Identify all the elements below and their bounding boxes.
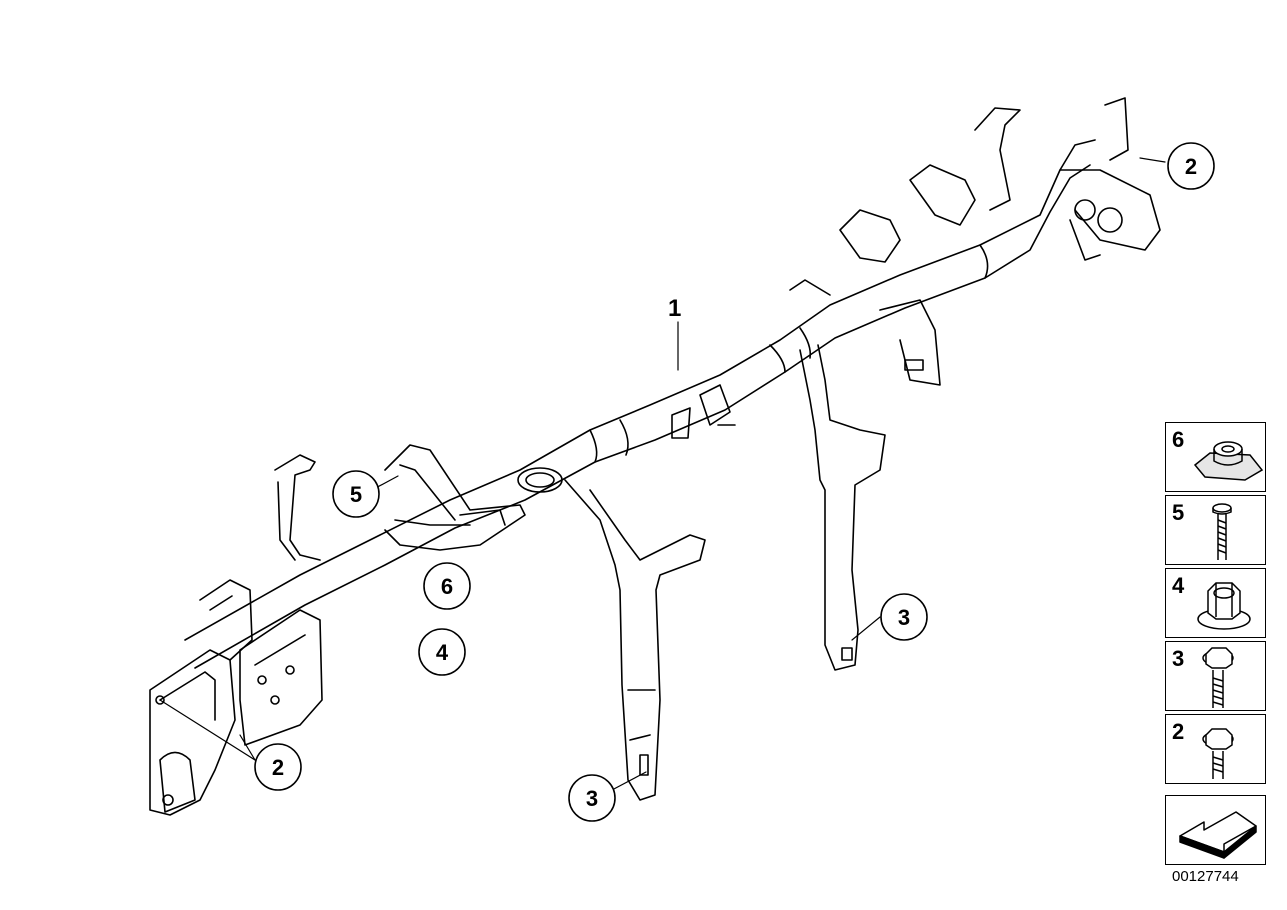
callout-3-right: 3 (880, 593, 928, 641)
callout-2-bottom: 2 (254, 743, 302, 791)
svg-text:4: 4 (436, 640, 449, 665)
callout-5: 5 (332, 470, 380, 518)
hex-bolt-short-icon (1202, 728, 1234, 779)
reference-number: 00127744 (1172, 868, 1239, 885)
cross-car-beam (184, 139, 1096, 669)
legend-number: 5 (1172, 500, 1185, 525)
legend-cell-2: 2 (1165, 714, 1266, 784)
legend-cell-3: 3 (1165, 641, 1266, 711)
center-support-leg (564, 479, 706, 801)
hex-bolt-icon (1202, 647, 1234, 708)
main-part-label: 1 (668, 295, 681, 322)
left-hoop-bracket (274, 454, 321, 561)
legend-number: 3 (1172, 646, 1185, 671)
svg-text:2: 2 (272, 755, 284, 780)
svg-text:5: 5 (350, 482, 362, 507)
callout-3-bottom: 3 (568, 774, 616, 822)
svg-text:6: 6 (441, 574, 453, 599)
leader-lines (159, 157, 1166, 791)
flange-nut-icon (1197, 582, 1251, 630)
clip-nut-icon (1193, 441, 1264, 481)
svg-text:3: 3 (586, 786, 598, 811)
legend-number: 2 (1172, 719, 1185, 744)
svg-text:3: 3 (898, 605, 910, 630)
center-mounting-bracket (384, 444, 526, 551)
svg-text:2: 2 (1185, 154, 1197, 179)
beam-tabs (671, 384, 736, 439)
callout-4: 4 (418, 628, 466, 676)
legend-cell-5: 5 (1165, 495, 1266, 565)
legend-number: 6 (1172, 427, 1185, 452)
right-support-leg (799, 344, 886, 671)
right-steering-brackets (789, 97, 1161, 386)
legend-cell-arrow (1165, 795, 1266, 865)
legend-number: 4 (1172, 573, 1185, 598)
callout-2-top: 2 (1167, 142, 1215, 190)
screw-icon (1212, 503, 1232, 560)
callout-6: 6 (423, 562, 471, 610)
direction-arrow-icon (1179, 811, 1257, 859)
left-end-bracket (149, 579, 323, 816)
legend-cell-4: 4 (1165, 568, 1266, 638)
legend-cell-6: 6 (1165, 422, 1266, 492)
